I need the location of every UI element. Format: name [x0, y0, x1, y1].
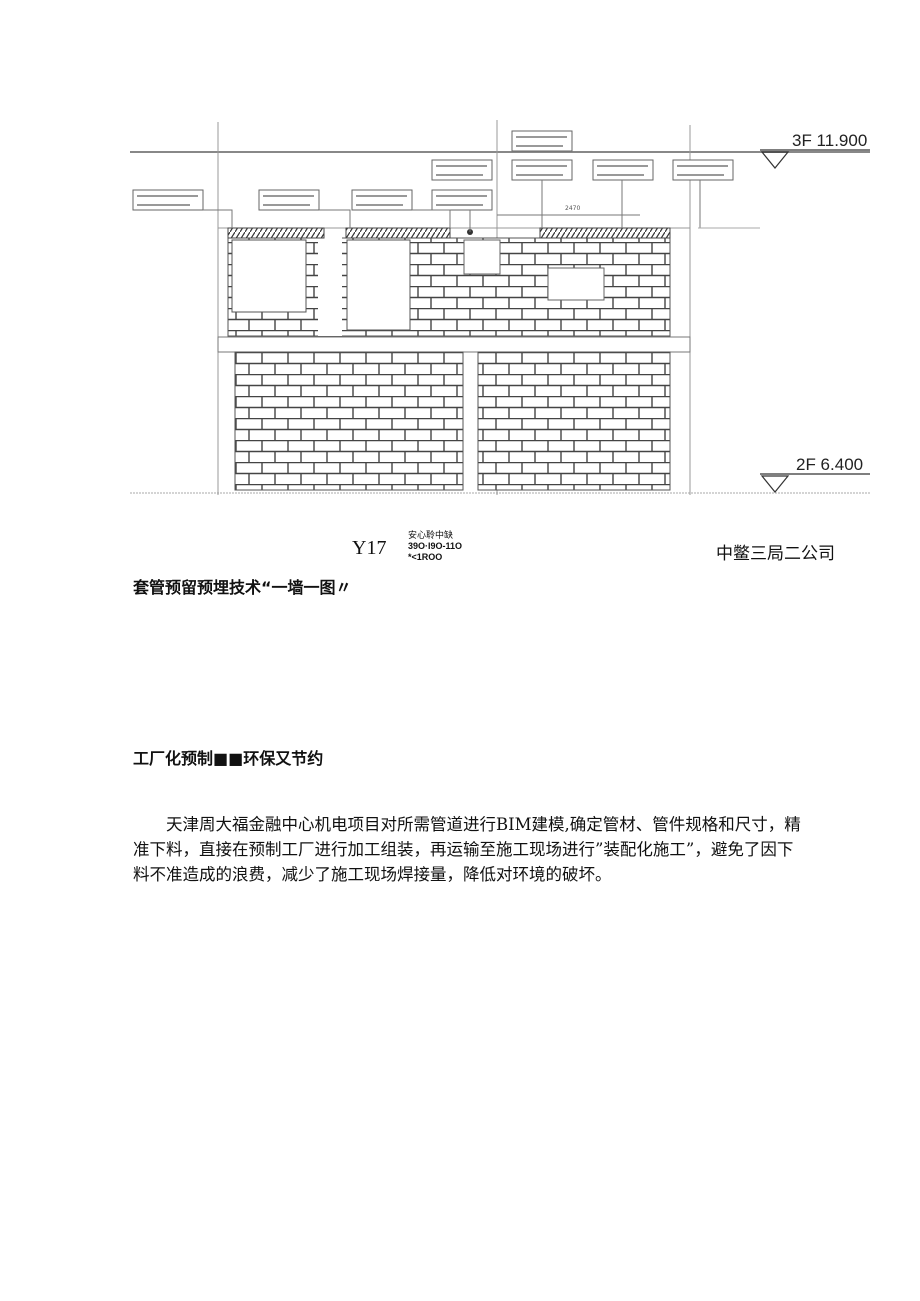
- section-heading: 套管预留预埋技术“一墙一图〃: [133, 578, 352, 597]
- figure-code: Y17: [352, 537, 387, 559]
- level-label-3f: 3F 11.900: [792, 131, 868, 150]
- floor-beam: [217, 336, 691, 353]
- lower-brick-wall: [234, 351, 671, 491]
- annotation-label-boxes: [132, 130, 760, 232]
- company-name: 中鳖三局二公司: [716, 544, 835, 564]
- body-paragraph: 天津周大福金融中心机电项目对所需管道进行BIM建模,确定管材、管件规格和尺寸，精…: [133, 815, 801, 884]
- section-heading: 工厂化预制■■环保又节约: [133, 749, 324, 768]
- dimension-label: 2470: [565, 205, 580, 212]
- upper-brick-wall: [227, 227, 671, 337]
- cad-wall-elevation-drawing: 2470: [130, 120, 870, 495]
- level-marker-top: [760, 149, 870, 169]
- stamp-line: 安心聆中缺: [408, 530, 454, 540]
- stamp-text: 安心聆中缺 39O·I9O-11O *<1ROO: [408, 530, 462, 563]
- level-marker-bottom: [760, 473, 870, 493]
- level-label-2f: 2F 6.400: [796, 455, 864, 474]
- stamp-line: *<1ROO: [408, 552, 443, 562]
- stamp-line: 39O·I9O-11O: [408, 541, 463, 551]
